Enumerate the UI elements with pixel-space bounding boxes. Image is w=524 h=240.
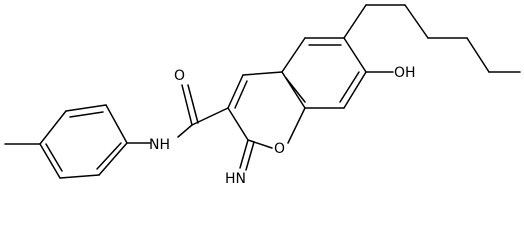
bond-hexyl-5 (466, 37, 490, 73)
bond-carbonyl-o-b (187, 84, 199, 124)
bond-tolyl-1 (39, 110, 67, 145)
bond-tolyl-3 (105, 104, 128, 144)
bond-c4a-c5 (281, 37, 306, 73)
atom-label-oxygen-ring: O (274, 141, 285, 157)
bond-c4-c4a (242, 71, 283, 76)
amide-group (126, 84, 229, 144)
bond-c3-c2 (227, 107, 249, 141)
atom-label-nitrogen-amide: NH (149, 137, 170, 153)
atom-label-oxygen-carbonyl: O (174, 68, 185, 84)
bond-hexyl-3 (404, 4, 429, 39)
bond-c4a-c8a-inner (285, 77, 306, 103)
pyran-ring (227, 71, 306, 171)
bond-tolyl-5 (59, 174, 100, 179)
bond-tolyl-6-inner (45, 143, 63, 172)
molecule-svg: O NH O HN OH (4, 4, 521, 185)
bond-c2-o1 (247, 139, 273, 149)
bond-n-carbonyl (177, 124, 193, 138)
bond-c2-imine-a (239, 139, 249, 169)
atom-label-hydroxyl: OH (394, 65, 416, 81)
tolyl-ring (4, 104, 128, 179)
bond-c4a-c8a (281, 71, 306, 109)
bond-o1-c8a (287, 107, 306, 144)
bond-c7-c8-inner (339, 71, 360, 103)
bond-carbonyl-c3 (191, 107, 229, 126)
bond-c3-c4-inner (234, 80, 248, 109)
benzo-ring (281, 37, 367, 109)
bond-c3-c4 (227, 74, 244, 109)
structure-diagram: O NH O HN OH (4, 4, 521, 185)
bond-c7-c8 (343, 71, 367, 109)
bond-c2-imine-b (245, 141, 255, 171)
atom-label-imine: HN (225, 171, 246, 185)
hexyl-chain (343, 4, 521, 73)
bond-tolyl-2 (65, 104, 107, 112)
bond-tolyl-2-inner (69, 111, 104, 118)
bond-tolyl-6 (39, 143, 61, 179)
bond-c6-c7 (343, 37, 367, 73)
bond-carbonyl-o-a (181, 84, 193, 126)
bond-tolyl-4 (98, 142, 128, 176)
bond-tolyl-4-inner (96, 142, 122, 170)
bond-hexyl-1 (343, 4, 367, 39)
